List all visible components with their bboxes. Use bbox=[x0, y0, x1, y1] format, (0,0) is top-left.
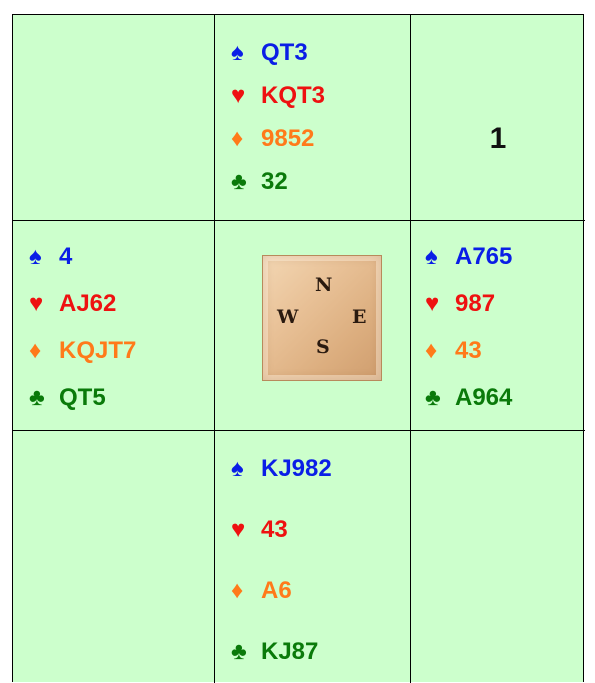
east-hand-cell: ♠ A765 ♥ 987 ♦ 43 ♣ A964 bbox=[411, 221, 585, 431]
compass-cell: N W E S bbox=[215, 221, 411, 431]
south-spades: ♠ KJ982 bbox=[231, 438, 332, 499]
east-clubs-cards: A964 bbox=[455, 384, 512, 412]
spade-icon: ♠ bbox=[29, 243, 59, 271]
west-hand: ♠ 4 ♥ AJ62 ♦ KQJT7 ♣ QT5 bbox=[29, 233, 136, 421]
north-diamonds: ♦ 9852 bbox=[231, 117, 325, 160]
bridge-deal-diagram: ♠ QT3 ♥ KQT3 ♦ 9852 ♣ 32 1 ♠ 4 bbox=[12, 14, 584, 682]
heart-icon: ♥ bbox=[425, 290, 455, 318]
south-diamonds: ♦ A6 bbox=[231, 560, 332, 621]
west-diamonds-cards: KQJT7 bbox=[59, 337, 136, 365]
south-clubs: ♣ KJ87 bbox=[231, 621, 332, 682]
spade-icon: ♠ bbox=[231, 455, 261, 483]
south-spades-cards: KJ982 bbox=[261, 455, 332, 483]
east-diamonds: ♦ 43 bbox=[425, 327, 512, 374]
west-clubs: ♣ QT5 bbox=[29, 374, 136, 421]
north-hearts: ♥ KQT3 bbox=[231, 74, 325, 117]
diamond-icon: ♦ bbox=[231, 577, 261, 605]
diamond-icon: ♦ bbox=[425, 337, 455, 365]
west-clubs-cards: QT5 bbox=[59, 384, 106, 412]
east-hand: ♠ A765 ♥ 987 ♦ 43 ♣ A964 bbox=[425, 233, 512, 421]
east-spades-cards: A765 bbox=[455, 243, 512, 271]
south-hearts-cards: 43 bbox=[261, 516, 288, 544]
west-hand-cell: ♠ 4 ♥ AJ62 ♦ KQJT7 ♣ QT5 bbox=[13, 221, 215, 431]
compass-east: E bbox=[352, 306, 366, 328]
heart-icon: ♥ bbox=[29, 290, 59, 318]
spade-icon: ♠ bbox=[425, 243, 455, 271]
south-clubs-cards: KJ87 bbox=[261, 638, 318, 666]
west-spades-cards: 4 bbox=[59, 243, 72, 271]
east-spades: ♠ A765 bbox=[425, 233, 512, 280]
south-diamonds-cards: A6 bbox=[261, 577, 292, 605]
north-clubs: ♣ 32 bbox=[231, 160, 325, 203]
empty-cell-bottom-left bbox=[13, 431, 215, 683]
heart-icon: ♥ bbox=[231, 516, 261, 544]
board-number: 1 bbox=[411, 122, 585, 156]
north-clubs-cards: 32 bbox=[261, 168, 288, 196]
empty-cell-top-left bbox=[13, 15, 215, 221]
spade-icon: ♠ bbox=[231, 39, 261, 67]
north-hearts-cards: KQT3 bbox=[261, 82, 325, 110]
diamond-icon: ♦ bbox=[231, 125, 261, 153]
board-number-cell: 1 bbox=[411, 15, 585, 221]
heart-icon: ♥ bbox=[231, 82, 261, 110]
east-hearts-cards: 987 bbox=[455, 290, 495, 318]
diamond-icon: ♦ bbox=[29, 337, 59, 365]
east-diamonds-cards: 43 bbox=[455, 337, 482, 365]
compass-south: S bbox=[316, 336, 330, 358]
compass-north: N bbox=[315, 274, 332, 296]
south-hand: ♠ KJ982 ♥ 43 ♦ A6 ♣ KJ87 bbox=[231, 438, 332, 682]
club-icon: ♣ bbox=[29, 384, 59, 412]
west-spades: ♠ 4 bbox=[29, 233, 136, 280]
west-diamonds: ♦ KQJT7 bbox=[29, 327, 136, 374]
east-clubs: ♣ A964 bbox=[425, 374, 512, 421]
club-icon: ♣ bbox=[425, 384, 455, 412]
north-diamonds-cards: 9852 bbox=[261, 125, 314, 153]
north-hand: ♠ QT3 ♥ KQT3 ♦ 9852 ♣ 32 bbox=[231, 31, 325, 203]
south-hand-cell: ♠ KJ982 ♥ 43 ♦ A6 ♣ KJ87 bbox=[215, 431, 411, 683]
compass-tile: N W E S bbox=[262, 255, 382, 381]
club-icon: ♣ bbox=[231, 638, 261, 666]
club-icon: ♣ bbox=[231, 168, 261, 196]
west-hearts: ♥ AJ62 bbox=[29, 280, 136, 327]
north-spades-cards: QT3 bbox=[261, 39, 308, 67]
east-hearts: ♥ 987 bbox=[425, 280, 512, 327]
south-hearts: ♥ 43 bbox=[231, 499, 332, 560]
north-hand-cell: ♠ QT3 ♥ KQT3 ♦ 9852 ♣ 32 bbox=[215, 15, 411, 221]
north-spades: ♠ QT3 bbox=[231, 31, 325, 74]
west-hearts-cards: AJ62 bbox=[59, 290, 116, 318]
compass-west: W bbox=[277, 306, 298, 328]
empty-cell-bottom-right bbox=[411, 431, 585, 683]
